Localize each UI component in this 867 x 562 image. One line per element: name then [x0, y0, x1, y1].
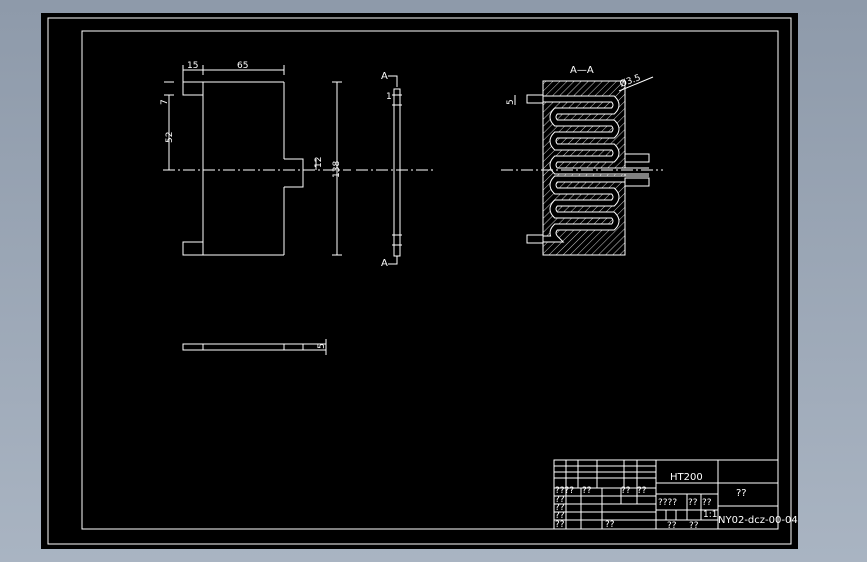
dim-top-main: 65	[237, 61, 248, 71]
tb-mark-1: ??	[555, 495, 565, 505]
tb-code-3: ??	[621, 486, 631, 496]
tb-mark-2: ??	[555, 503, 565, 513]
dim-left-main: 52	[165, 132, 175, 143]
title-block	[553, 459, 779, 530]
tb-mid-code-2: ??	[688, 498, 698, 508]
dim-side: 1	[386, 92, 392, 102]
section-marker-top: A	[381, 71, 388, 82]
tb-code-2: ??	[582, 486, 592, 496]
dim-bottom: 5	[317, 343, 327, 349]
drawing-number: NY02-dcz-00-04	[718, 515, 798, 526]
side-view	[356, 75, 436, 265]
tb-mark-5: ??	[605, 520, 615, 530]
front-view	[163, 65, 351, 256]
bottom-view	[182, 339, 327, 355]
tb-mid-code-3: ??	[702, 498, 712, 508]
drawing-sheet: 15 65 7 52 12 138 A A 1 A—A	[41, 13, 798, 549]
drawing-canvas: 15 65 7 52 12 138 A A 1 A—A	[47, 17, 798, 545]
material-label: HT200	[670, 472, 703, 483]
section-view	[501, 76, 663, 256]
dim-top-small: 15	[187, 61, 198, 71]
tb-sheet-code-2: ??	[689, 521, 699, 531]
outer-frame	[47, 17, 792, 545]
dim-right-main: 138	[332, 161, 342, 178]
part-name: ??	[736, 488, 747, 499]
inner-frame	[81, 30, 779, 530]
section-title: A—A	[570, 65, 594, 76]
tb-code-1: ????	[555, 486, 574, 496]
scale-label: 1:1	[703, 510, 717, 520]
tb-mark-4: ??	[555, 520, 565, 530]
section-marker-bottom: A	[381, 258, 388, 269]
tb-sheet-code-1: ??	[667, 521, 677, 531]
tb-mark-3: ??	[555, 511, 565, 521]
tb-mid-code-1: ????	[658, 498, 677, 508]
tb-code-4: ??	[637, 486, 647, 496]
dim-right-small: 12	[314, 157, 324, 168]
dim-left-small: 7	[160, 99, 170, 105]
dim-diameter: Ø3.5	[618, 72, 642, 90]
dim-inlet: 5	[506, 99, 516, 105]
